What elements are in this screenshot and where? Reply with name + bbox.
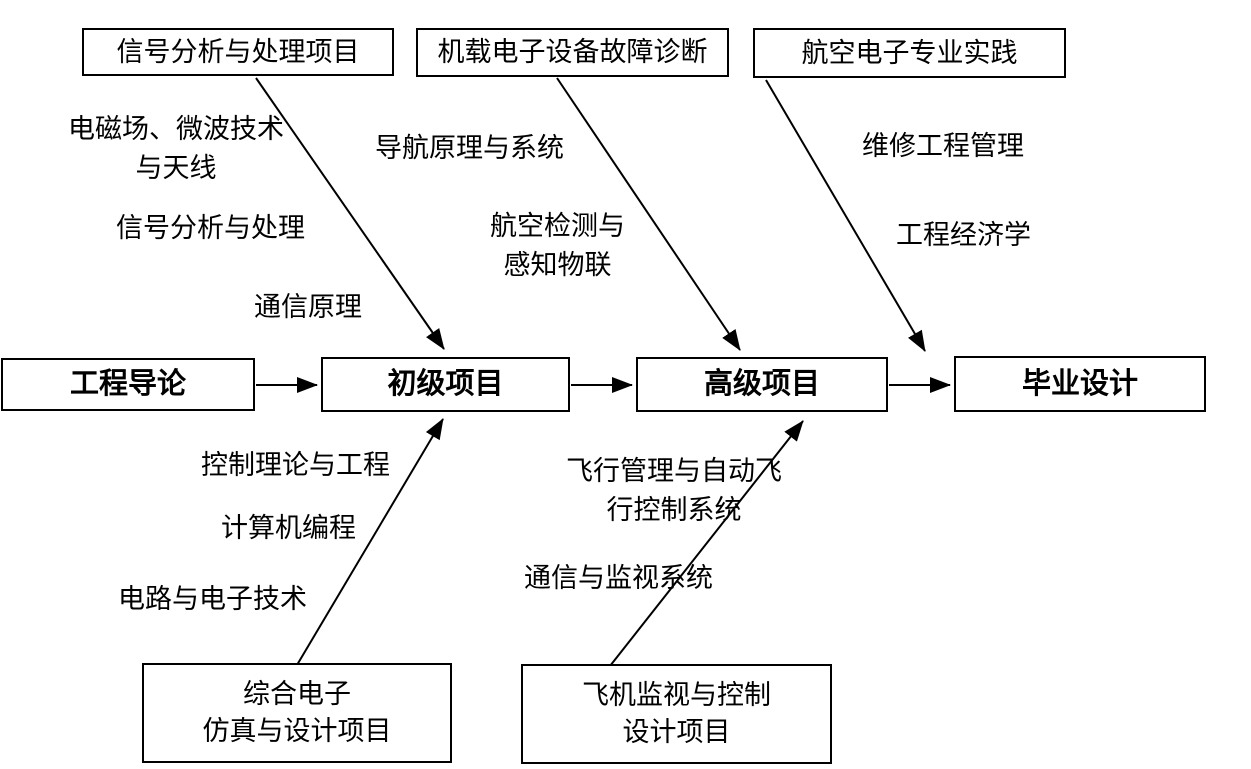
box-fault-diagnosis-project-label: 机载电子设备故障诊断 bbox=[437, 37, 708, 67]
course-label-signal-processing: 信号分析与处理 bbox=[116, 213, 305, 243]
box-sim-design-project: 综合电子 仿真与设计项目 bbox=[142, 663, 452, 763]
box-sim-design-project-line1: 综合电子 bbox=[243, 679, 351, 709]
arrow-surveillance-design-to-senior bbox=[609, 420, 804, 667]
course-label-em-microwave-antenna-line1: 电磁场、微波技术 bbox=[68, 114, 284, 144]
box-surveillance-design-project-line2: 设计项目 bbox=[622, 717, 731, 747]
box-junior-project: 初级项目 bbox=[321, 357, 570, 412]
box-signal-analysis-project-label: 信号分析与处理项目 bbox=[116, 36, 360, 67]
course-label-control-theory: 控制理论与工程 bbox=[201, 450, 390, 480]
box-avionics-practice-label: 航空电子专业实践 bbox=[801, 37, 1018, 68]
box-graduation-design: 毕业设计 bbox=[954, 356, 1206, 412]
course-label-flight-mgmt-line1: 飞行管理与自动飞 bbox=[566, 456, 782, 486]
arrow-fault-diagnosis-to-senior bbox=[556, 77, 741, 351]
course-label-aero-detection: 航空检测与 感知物联 bbox=[470, 207, 645, 285]
course-label-comm-principles: 通信原理 bbox=[254, 292, 362, 322]
course-label-aero-detection-line1: 航空检测与 bbox=[490, 211, 625, 241]
box-surveillance-design-project-line1: 飞机监视与控制 bbox=[582, 680, 771, 710]
box-surveillance-design-project: 飞机监视与控制 设计项目 bbox=[521, 664, 832, 764]
arrow-signal-project-to-junior bbox=[255, 77, 445, 350]
course-label-engineering-economics: 工程经济学 bbox=[896, 220, 1031, 250]
box-fault-diagnosis-project: 机载电子设备故障诊断 bbox=[416, 28, 729, 77]
course-label-computer-programming: 计算机编程 bbox=[221, 513, 356, 543]
course-label-navigation-systems: 导航原理与系统 bbox=[375, 133, 564, 163]
box-engineering-intro-label: 工程导论 bbox=[69, 368, 186, 400]
arrow-sim-design-to-junior bbox=[296, 418, 444, 666]
box-graduation-design-label: 毕业设计 bbox=[1021, 367, 1138, 400]
course-label-maintenance-mgmt: 维修工程管理 bbox=[862, 131, 1024, 161]
course-label-em-microwave-antenna-line2: 与天线 bbox=[135, 153, 217, 183]
box-engineering-intro: 工程导论 bbox=[1, 358, 255, 411]
course-label-flight-mgmt: 飞行管理与自动飞 行控制系统 bbox=[548, 452, 800, 530]
box-senior-project: 高级项目 bbox=[636, 357, 888, 412]
course-label-flight-mgmt-line2: 行控制系统 bbox=[606, 495, 742, 525]
course-label-em-microwave-antenna: 电磁场、微波技术 与天线 bbox=[40, 110, 312, 188]
box-signal-analysis-project: 信号分析与处理项目 bbox=[82, 28, 394, 76]
course-label-comm-surveillance: 通信与监视系统 bbox=[524, 563, 713, 593]
course-label-circuits-electronics: 电路与电子技术 bbox=[118, 584, 307, 614]
box-junior-project-label: 初级项目 bbox=[387, 368, 504, 400]
box-avionics-practice: 航空电子专业实践 bbox=[753, 28, 1066, 78]
box-sim-design-project-line2: 仿真与设计项目 bbox=[202, 716, 392, 746]
course-label-aero-detection-line2: 感知物联 bbox=[503, 250, 612, 280]
arrow-avionics-practice-to-graduation bbox=[765, 79, 926, 352]
box-senior-project-label: 高级项目 bbox=[703, 368, 820, 400]
